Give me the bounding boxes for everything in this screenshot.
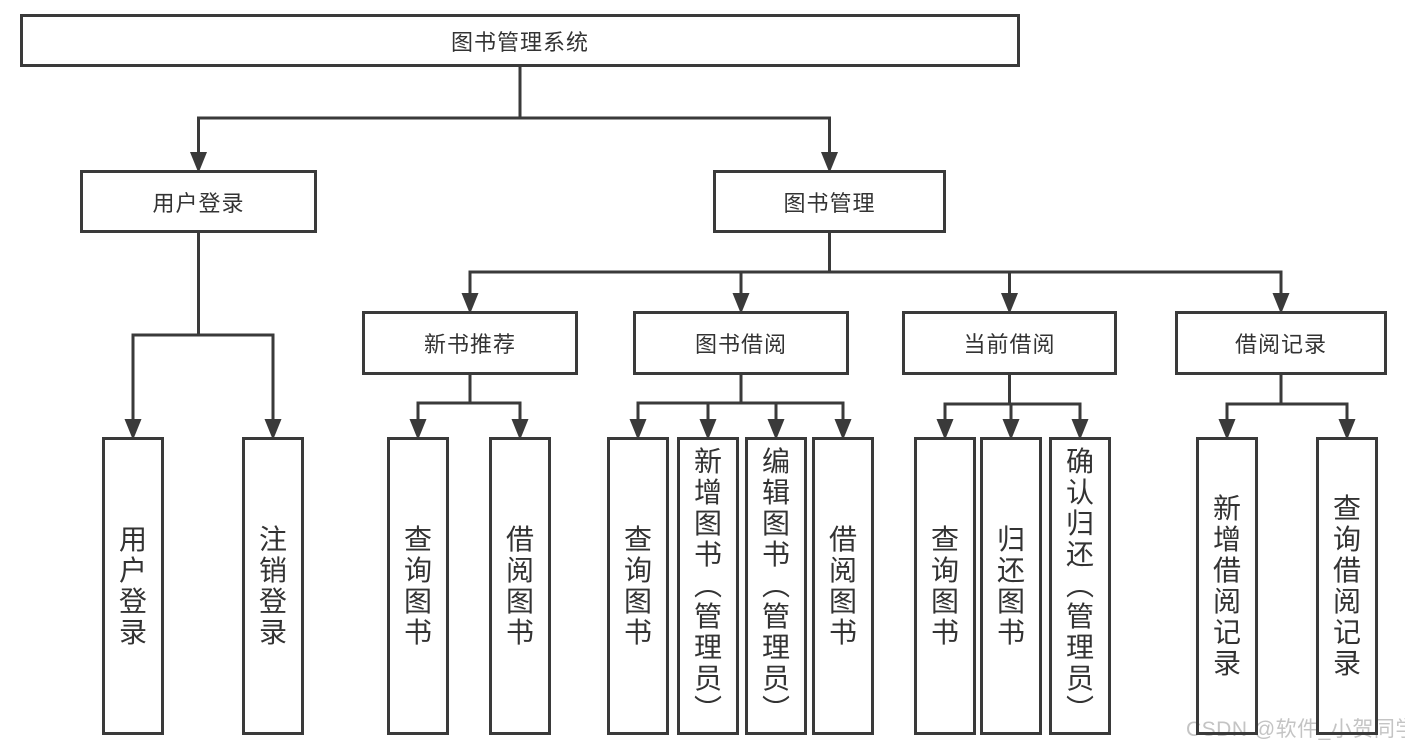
connector-group-new-book-rec xyxy=(409,373,529,440)
arrowhead-icon xyxy=(190,152,207,173)
arrowhead-icon xyxy=(1071,419,1089,440)
arrowhead-icon xyxy=(629,419,647,440)
arrowhead-icon xyxy=(124,419,142,440)
connector-group-user-login xyxy=(124,231,282,440)
node-logout-action: 注销登录 xyxy=(242,437,304,735)
arrowhead-icon xyxy=(1001,293,1018,314)
arrowhead-icon xyxy=(1272,293,1290,314)
connector-group-book-mgmt xyxy=(461,231,1290,314)
connector-group-root xyxy=(190,65,838,173)
connector-group-current-borrow xyxy=(936,373,1089,440)
node-borrow-books-action: 借阅图书 xyxy=(812,437,874,735)
node-book-borrow: 图书借阅 xyxy=(633,311,849,375)
arrowhead-icon xyxy=(1218,419,1236,440)
node-borrow-books-rec: 借阅图书 xyxy=(489,437,551,735)
node-query-borrow-record: 查询借阅记录 xyxy=(1316,437,1378,735)
arrowhead-icon xyxy=(1338,419,1356,440)
arrowhead-icon xyxy=(461,293,479,314)
node-add-borrow-record: 新增借阅记录 xyxy=(1196,437,1258,735)
node-query-books-rec: 查询图书 xyxy=(387,437,449,735)
node-return-books: 归还图书 xyxy=(980,437,1042,735)
arrowhead-icon xyxy=(409,419,427,440)
arrowhead-icon xyxy=(1002,419,1020,440)
node-user-login: 用户登录 xyxy=(80,170,317,233)
node-confirm-return-admin: 确认归还︵管理员︶ xyxy=(1049,437,1111,735)
node-borrow-records: 借阅记录 xyxy=(1175,311,1387,375)
node-new-book-rec: 新书推荐 xyxy=(362,311,578,375)
arrowhead-icon xyxy=(821,152,838,173)
node-current-borrow: 当前借阅 xyxy=(902,311,1117,375)
connector-group-book-borrow xyxy=(629,373,852,440)
arrowhead-icon xyxy=(732,293,750,314)
arrowhead-icon xyxy=(936,419,954,440)
node-user-login-action: 用户登录 xyxy=(102,437,164,735)
connector-group-borrow-records xyxy=(1218,373,1356,440)
arrowhead-icon xyxy=(834,419,852,440)
node-book-mgmt: 图书管理 xyxy=(713,170,946,233)
node-edit-books-admin: 编辑图书︵管理员︶ xyxy=(745,437,807,735)
arrowhead-icon xyxy=(511,419,529,440)
node-query-books-borrow: 查询图书 xyxy=(607,437,669,735)
node-query-books-current: 查询图书 xyxy=(914,437,976,735)
node-root: 图书管理系统 xyxy=(20,14,1020,67)
arrowhead-icon xyxy=(767,419,785,440)
arrowhead-icon xyxy=(264,419,282,440)
watermark: CSDN @软件_小贺同学 xyxy=(1186,718,1405,741)
arrowhead-icon xyxy=(699,419,717,440)
node-add-books-admin: 新增图书︵管理员︶ xyxy=(677,437,739,735)
